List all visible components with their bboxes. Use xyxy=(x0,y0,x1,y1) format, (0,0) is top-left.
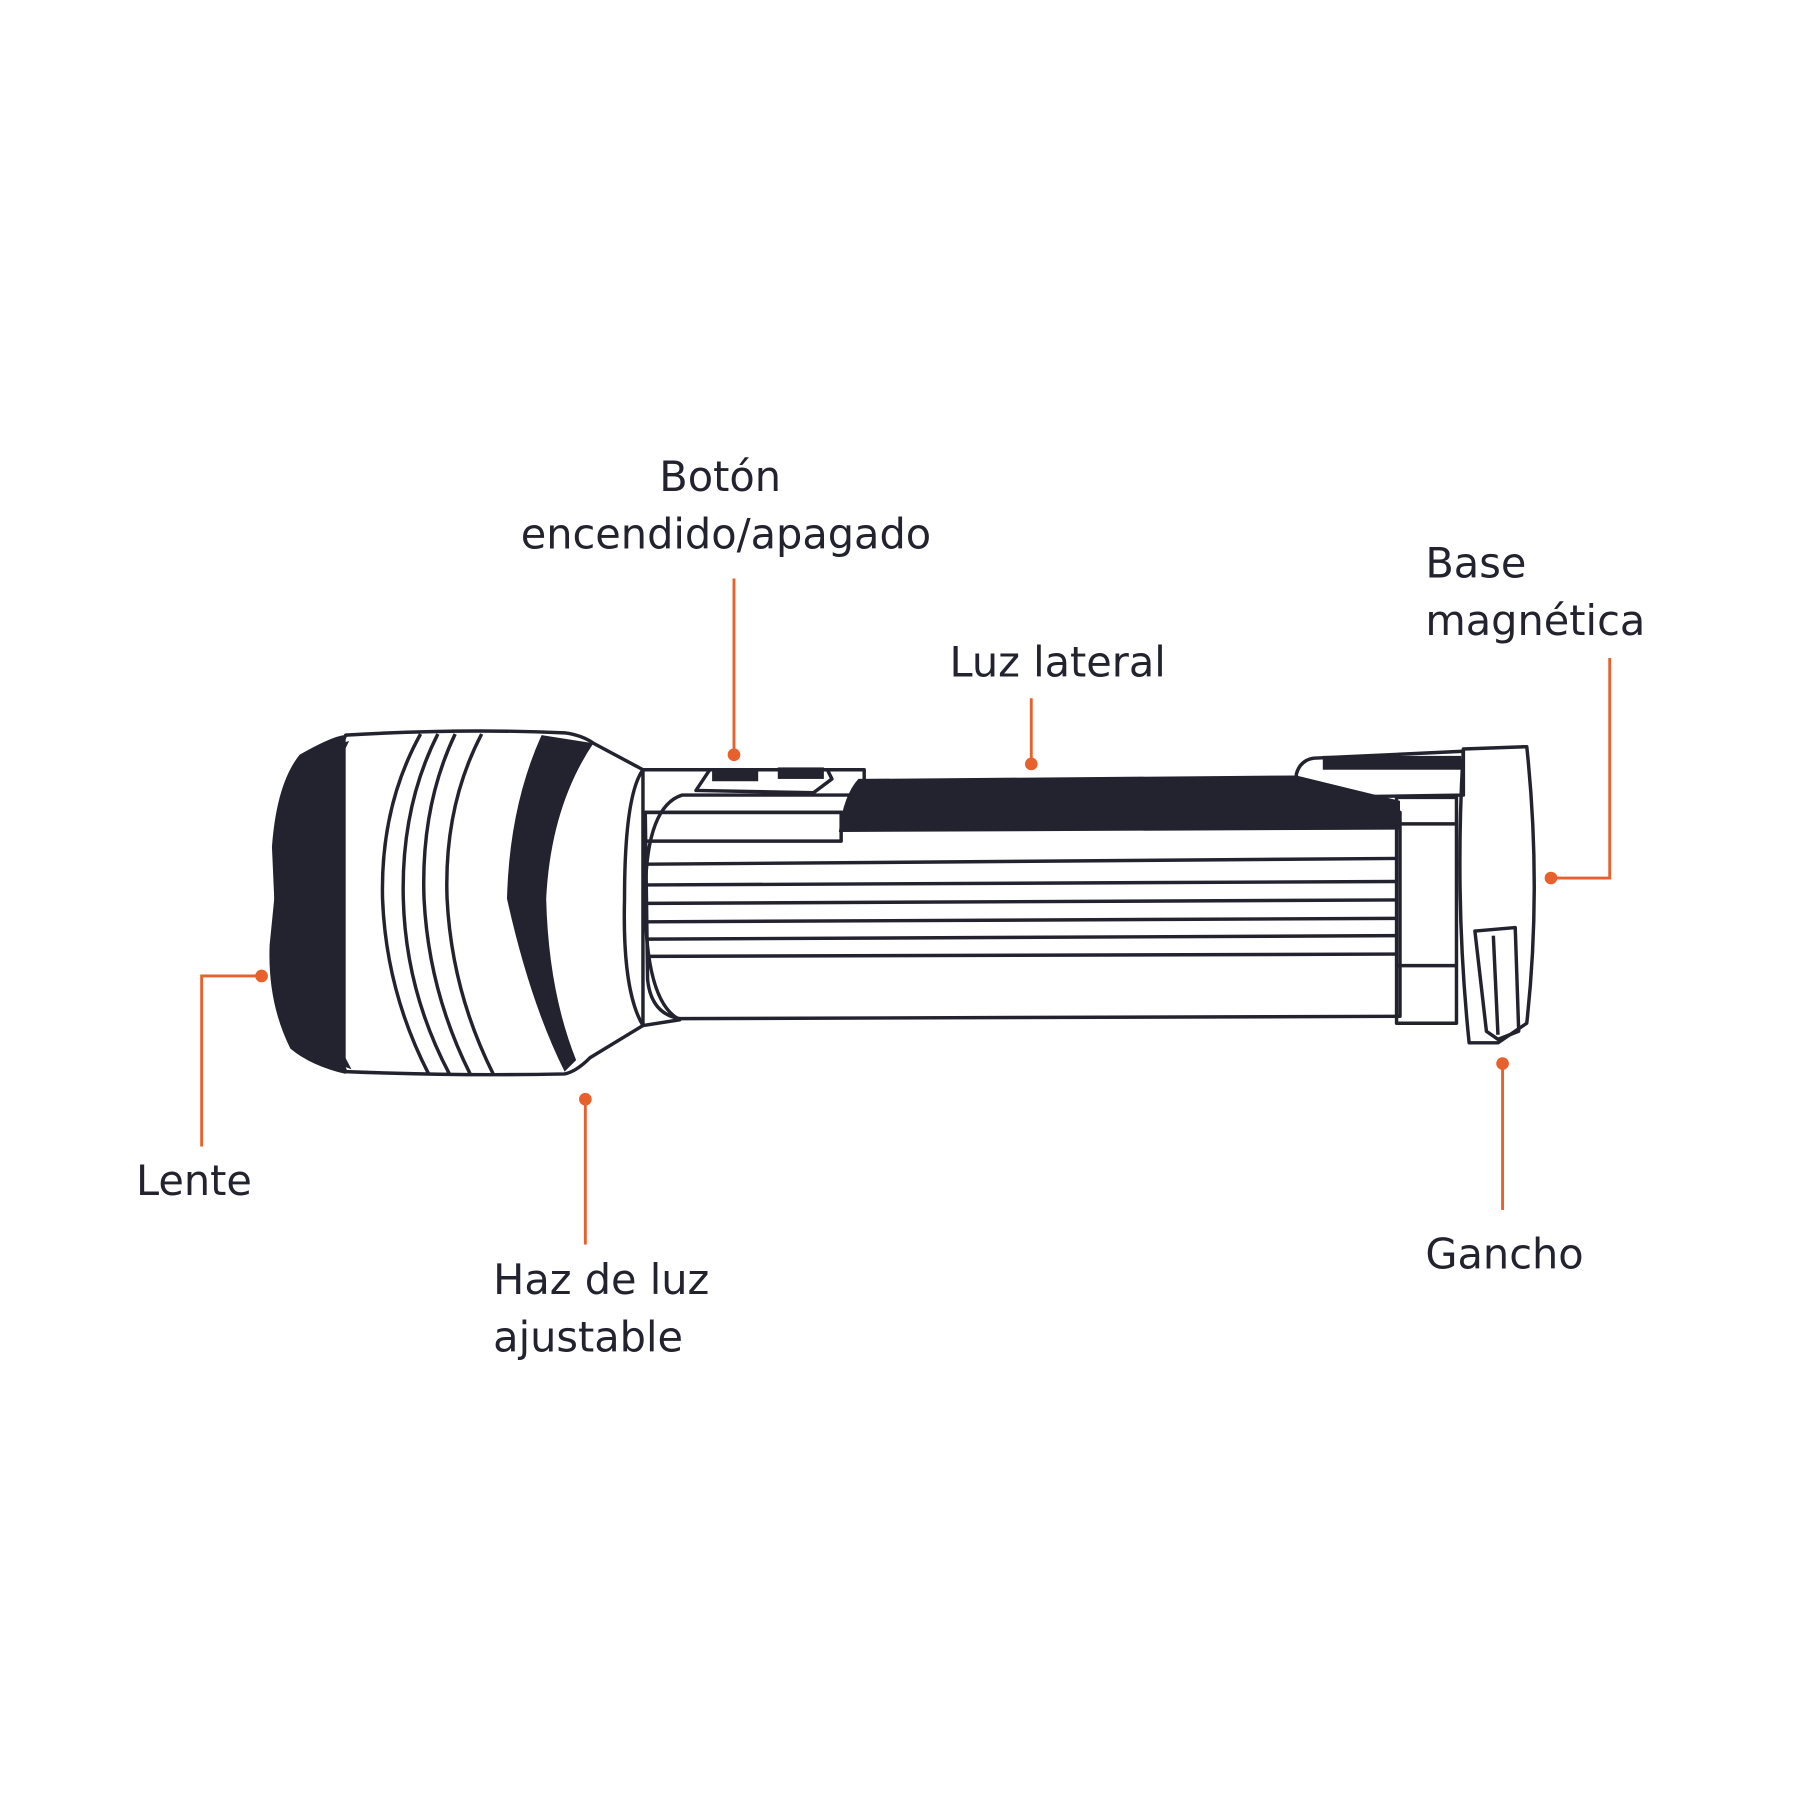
tail-cap xyxy=(1394,795,1459,1025)
button-top xyxy=(712,769,759,782)
label-lente: Lente xyxy=(136,1156,252,1205)
label-luz-lateral: Luz lateral xyxy=(949,637,1165,686)
hook-clip-top xyxy=(1322,755,1462,770)
leader-haz xyxy=(579,1092,592,1245)
hook[interactable] xyxy=(1473,925,1521,1042)
label-base-line1: Base xyxy=(1425,538,1526,587)
body-ribs xyxy=(647,856,1397,959)
power-button[interactable] xyxy=(694,767,834,795)
label-boton-line1: Botón xyxy=(659,452,781,501)
magnetic-base xyxy=(1458,744,1536,1045)
head-body xyxy=(306,729,645,1077)
head-rear-ring xyxy=(506,735,594,1072)
label-gancho: Gancho xyxy=(1425,1230,1583,1279)
leader-lente xyxy=(200,969,268,1147)
focus-grooves xyxy=(380,733,495,1075)
hook-clip[interactable] xyxy=(1294,749,1466,800)
side-light-strip xyxy=(838,775,1401,832)
label-boton-line2: encendido/apagado xyxy=(521,509,931,558)
leader-luz-lateral xyxy=(1024,698,1038,771)
head-front-ring xyxy=(274,740,352,1070)
label-haz-line2: ajustable xyxy=(493,1313,683,1362)
leader-base xyxy=(1544,657,1612,885)
button-housing xyxy=(643,810,843,843)
button-top-2 xyxy=(777,767,824,779)
label-haz-line1: Haz de luz xyxy=(493,1255,709,1304)
body-tube xyxy=(643,810,1402,1021)
leader-boton xyxy=(727,578,741,762)
leader-gancho xyxy=(1496,1057,1509,1210)
flashlight-illustration xyxy=(269,729,1536,1077)
label-base-line2: magnética xyxy=(1425,596,1645,645)
body-collar xyxy=(622,767,866,1028)
